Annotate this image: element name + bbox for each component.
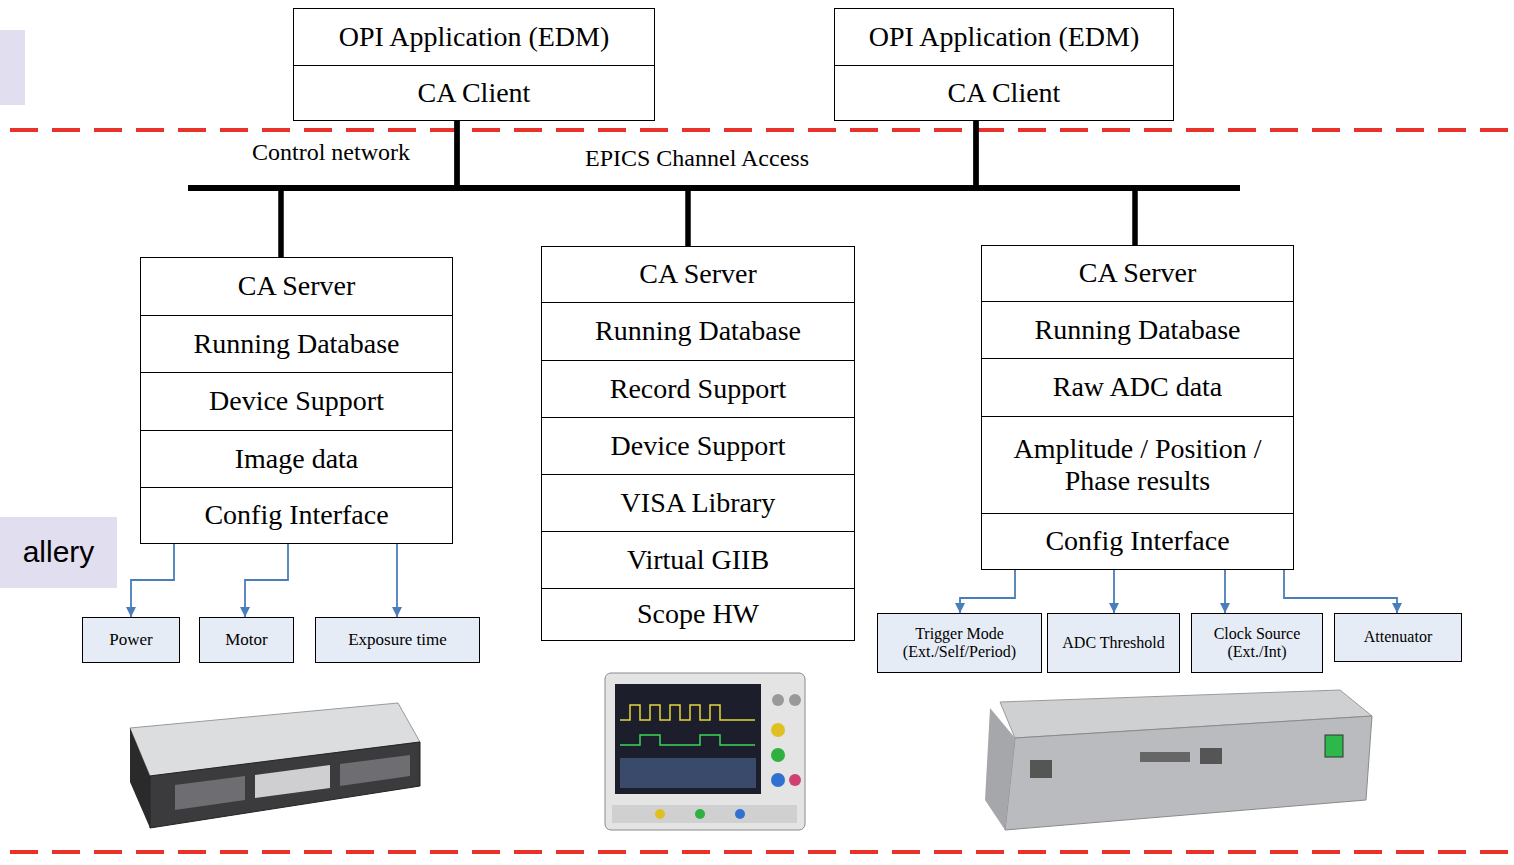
config-arrow (960, 570, 1015, 613)
box-text: Scope HW (637, 598, 759, 630)
software-layer-box: Device Support (541, 417, 855, 475)
boundary-dashed-line (10, 128, 1510, 132)
config-arrow (396, 544, 398, 617)
protocol-label: EPICS Channel Access (583, 145, 811, 172)
software-layer-box: VISA Library (541, 474, 855, 532)
box-text: Motor (225, 630, 268, 650)
box-text: allery (23, 535, 95, 570)
config-layer-box: Config Interface (981, 513, 1294, 570)
box-text: Config Interface (1045, 525, 1229, 557)
box-text: Virtual GIIB (627, 544, 769, 576)
software-layer-box: Record Support (541, 360, 855, 418)
parameter-box: ADC Threshold (1047, 613, 1180, 673)
data-layer-box: Amplitude / Position / Phase results (981, 416, 1294, 514)
config-layer-box: Config Interface (140, 487, 453, 544)
box-text: CA Server (238, 270, 355, 302)
software-layer-box: Running Database (140, 315, 453, 373)
box-text: CA Server (639, 258, 756, 290)
bus-connection (976, 121, 1135, 245)
box-text: ADC Threshold (1062, 634, 1164, 652)
config-arrow (245, 544, 288, 617)
client-layer-box: CA Client (834, 65, 1174, 121)
box-text: Amplitude / Position / Phase results (988, 433, 1287, 497)
box-text: Power (109, 630, 152, 650)
server-layer-box: CA Server (981, 245, 1294, 302)
box-text: Record Support (610, 373, 787, 405)
client-layer-box: CA Client (293, 65, 655, 121)
oscilloscope-picture (605, 673, 805, 830)
box-text: Running Database (595, 315, 801, 347)
box-text: Clock Source (Ext./Int) (1198, 625, 1316, 662)
parameter-box: Motor (199, 617, 294, 663)
application-layer-box: OPI Application (EDM) (834, 8, 1174, 66)
box-text: Exposure time (348, 630, 447, 650)
boundary-dashed-line (10, 850, 1510, 854)
box-text: OPI Application (EDM) (339, 21, 610, 53)
data-layer-box: Image data (140, 430, 453, 488)
bus-connection (688, 121, 976, 246)
parameter-box: Power (82, 617, 180, 663)
server-layer-box: CA Server (541, 246, 855, 303)
box-text: CA Client (948, 77, 1061, 109)
electronics-chassis-picture (985, 690, 1372, 830)
config-arrow (1284, 570, 1397, 613)
config-arrow (1224, 570, 1226, 613)
section-tab: allery (0, 517, 117, 588)
parameter-box: Trigger Mode (Ext./Self/Period) (877, 613, 1042, 673)
parameter-box: Clock Source (Ext./Int) (1191, 613, 1323, 673)
software-layer-box: Device Support (140, 372, 453, 431)
box-text: Running Database (193, 328, 399, 360)
box-text: Attenuator (1364, 628, 1432, 646)
side-tab (0, 30, 25, 105)
bus-connection (457, 121, 688, 246)
box-text: OPI Application (EDM) (869, 21, 1140, 53)
box-text: Config Interface (204, 499, 388, 531)
config-arrow (131, 544, 174, 617)
parameter-box: Attenuator (1334, 613, 1462, 662)
network-label: Control network (250, 139, 412, 166)
software-layer-box: Virtual GIIB (541, 531, 855, 589)
box-text: CA Client (418, 77, 531, 109)
bus-connection (457, 121, 1135, 245)
box-text: Device Support (209, 385, 384, 417)
server-picture (130, 703, 420, 828)
parameter-box: Exposure time (315, 617, 480, 663)
software-layer-box: Running Database (981, 301, 1294, 359)
box-text: VISA Library (621, 487, 776, 519)
box-text: Running Database (1034, 314, 1240, 346)
application-layer-box: OPI Application (EDM) (293, 8, 655, 66)
box-text: Raw ADC data (1053, 371, 1223, 403)
data-layer-box: Raw ADC data (981, 358, 1294, 417)
config-arrow (1113, 570, 1115, 613)
box-text: Image data (235, 443, 359, 475)
box-text: Trigger Mode (Ext./Self/Period) (884, 625, 1035, 662)
server-layer-box: CA Server (140, 257, 453, 316)
box-text: Device Support (611, 430, 786, 462)
box-text: CA Server (1079, 257, 1196, 289)
software-layer-box: Running Database (541, 302, 855, 361)
hardware-layer-box: Scope HW (541, 588, 855, 641)
